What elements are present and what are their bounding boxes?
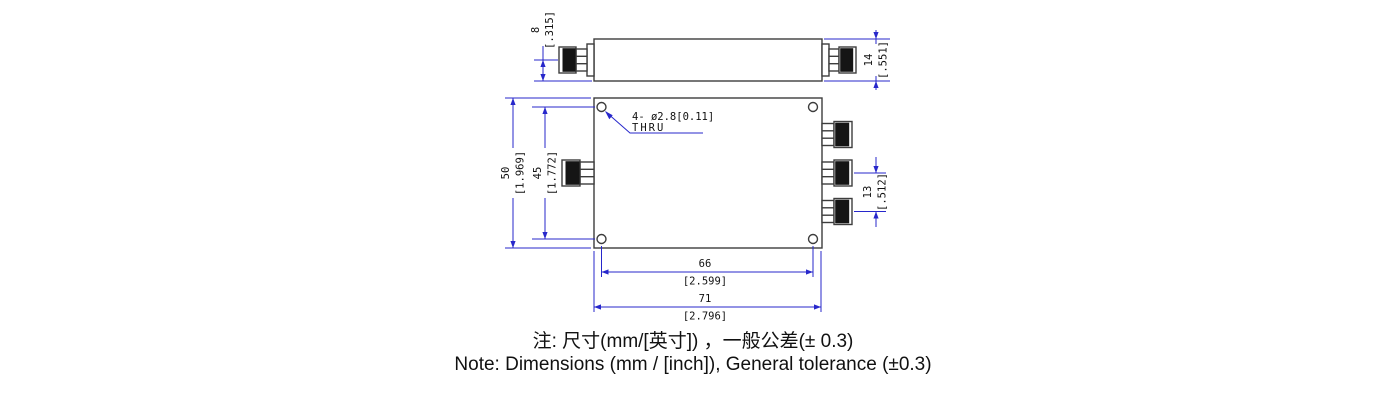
output-port-connector-3 xyxy=(821,197,853,226)
dim-overall-width: 71 [2.796] xyxy=(593,251,822,323)
mount-hole-top-left xyxy=(596,101,607,113)
front-view xyxy=(561,97,853,249)
dim-13-mm: 13 xyxy=(862,186,874,199)
side-right-connector xyxy=(828,46,857,74)
dim-mount-hole-hspan: 66 [2.599] xyxy=(601,246,814,288)
dim-66-mm: 66 xyxy=(699,258,712,270)
front-body xyxy=(593,97,823,249)
note-english: Note: Dimensions (mm / [inch]), General … xyxy=(454,354,932,375)
dim-50-mm: 50 xyxy=(500,167,512,180)
dim-13-inch: [.512] xyxy=(877,173,889,211)
side-right-endplate xyxy=(821,43,830,77)
dim-connector-offset: 8 [.315] xyxy=(530,11,592,82)
top-view xyxy=(558,38,857,82)
dim-66-inch: [2.599] xyxy=(683,276,727,288)
mount-hole-bottom-right xyxy=(807,233,819,245)
hole-callout-thru: THRU xyxy=(632,122,665,134)
dim-body-height: 14 [.551] xyxy=(824,30,890,90)
dim-overall-height: 50 [1.969] xyxy=(500,97,591,249)
dim-port-pitch: 13 [.512] xyxy=(854,157,889,227)
input-port-connector xyxy=(561,159,595,187)
output-port-connector-1 xyxy=(821,120,853,149)
dim-45-mm: 45 xyxy=(532,167,544,180)
dim-71-inch: [2.796] xyxy=(683,311,727,323)
hole-callout-spec: 4- ø2.8[0.11] xyxy=(632,111,714,123)
drawing-notes: 注: 尺寸(mm/[英寸]) ，一般公差(± 0.3) Note: Dimens… xyxy=(0,330,1386,376)
dim-71-mm: 71 xyxy=(699,293,712,305)
dim-45-inch: [1.772] xyxy=(547,151,559,195)
note-chinese: 注: 尺寸(mm/[英寸]) ，一般公差(± 0.3) xyxy=(532,331,854,352)
dim-14-inch: [.551] xyxy=(878,41,890,79)
dim-mount-hole-vspan: 45 [1.772] xyxy=(532,106,595,240)
side-body xyxy=(593,38,823,82)
dim-50-inch: [1.969] xyxy=(515,151,527,195)
dim-14-mm: 14 xyxy=(863,54,875,67)
output-port-connector-2 xyxy=(821,159,853,187)
mount-hole-top-right xyxy=(807,101,819,113)
side-left-connector xyxy=(558,46,588,74)
dim-8-inch: [.315] xyxy=(544,11,556,49)
mount-hole-bottom-left xyxy=(596,233,607,245)
hole-callout: 4- ø2.8[0.11] THRU xyxy=(605,111,714,134)
side-left-endplate xyxy=(586,43,595,77)
dim-8-mm: 8 xyxy=(530,27,542,33)
